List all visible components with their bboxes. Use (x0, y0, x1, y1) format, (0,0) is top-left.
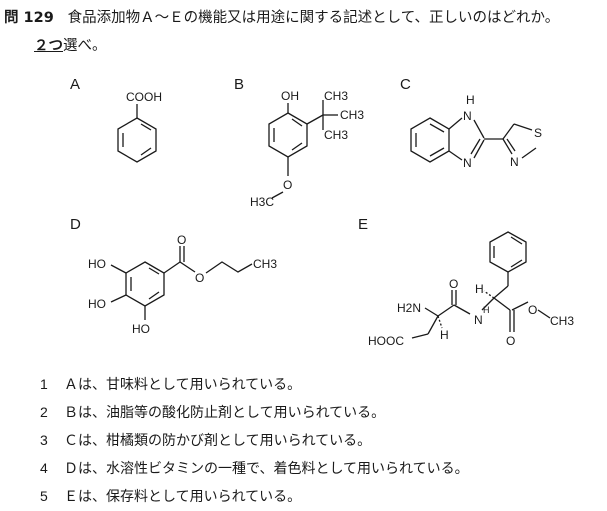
choice-text: Ｅは、保存料として用いられている。 (64, 489, 302, 505)
atom-label: CH3 (340, 108, 364, 122)
atom-label: CH3 (550, 314, 574, 328)
atom-label: N (463, 156, 472, 170)
atom-label: N (474, 313, 483, 327)
atom-label: H (475, 282, 484, 296)
atom-label: COOH (126, 90, 162, 104)
structure-d-propyl-gallate: HO HO HO O O CH3 (88, 233, 277, 336)
structure-a-benzoic-acid: COOH (117, 90, 162, 163)
choice-number: 5 (40, 488, 48, 504)
choice-4[interactable]: 4 Ｄは、水溶性ビタミンの一種で、着色料として用いられている。 (40, 458, 469, 478)
structure-c-thiabendazole: H N N S N (410, 93, 542, 170)
question-line: 問 129 食品添加物Ａ～Ｅの機能又は用途に関する記述として、正しいのはどれか。 (4, 6, 559, 27)
answer-count: ２つ (34, 38, 63, 54)
structure-label-a: A (70, 76, 81, 93)
structure-label-c: C (400, 76, 411, 93)
choice-text: Ｂは、油脂等の酸化防止剤として用いられている。 (64, 405, 386, 421)
atom-label: HO (132, 322, 150, 336)
atom-label: CH3 (324, 128, 348, 142)
atom-label: HO (88, 257, 106, 271)
atom-label: H2N (397, 301, 421, 315)
atom-label: O (195, 271, 204, 285)
choice-5[interactable]: 5 Ｅは、保存料として用いられている。 (40, 486, 301, 506)
atom-label: O (283, 178, 292, 192)
atom-label: O (177, 233, 186, 247)
question-text: 食品添加物Ａ～Ｅの機能又は用途に関する記述として、正しいのはどれか。 (67, 10, 560, 26)
question-instruction: ２つ選べ。 (34, 34, 107, 55)
atom-label: OH (281, 89, 299, 103)
choice-2[interactable]: 2 Ｂは、油脂等の酸化防止剤として用いられている。 (40, 402, 385, 422)
choice-number: 1 (40, 376, 48, 392)
atom-label: N (463, 109, 472, 123)
atom-label: H (466, 93, 475, 107)
structure-label-d: D (70, 216, 81, 233)
atom-label: H3C (250, 195, 274, 209)
atom-label: N (510, 155, 519, 169)
choice-1[interactable]: 1 Ａは、甘味料として用いられている。 (40, 374, 301, 394)
atom-label: O (528, 303, 537, 317)
choice-text: Ａは、甘味料として用いられている。 (64, 377, 302, 393)
structure-label-e: E (358, 216, 369, 233)
atom-label: HOOC (368, 334, 404, 348)
structure-e-aspartame: H N O O CH3 O H2N H HOOC H (368, 231, 574, 348)
choice-3[interactable]: 3 Ｃは、柑橘類の防かび剤として用いられている。 (40, 430, 371, 450)
structure-b-bha: OH CH3 CH3 CH3 O H3C (250, 89, 364, 209)
atom-label: O (449, 277, 458, 291)
choice-number: 3 (40, 432, 48, 448)
choice-number: 4 (40, 460, 48, 476)
question-number: 問 129 (4, 10, 54, 26)
choice-text: Ｄは、水溶性ビタミンの一種で、着色料として用いられている。 (64, 461, 469, 477)
atom-label: CH3 (253, 257, 277, 271)
atom-label: HO (88, 297, 106, 311)
instruction-text: 選べ。 (63, 38, 107, 54)
atom-label: H (483, 305, 490, 315)
atom-label: S (534, 126, 542, 140)
choice-number: 2 (40, 404, 48, 420)
atom-label: H (440, 328, 449, 342)
atom-label: O (506, 334, 515, 348)
structure-label-b: B (234, 76, 245, 93)
atom-label: CH3 (324, 89, 348, 103)
choice-text: Ｃは、柑橘類の防かび剤として用いられている。 (64, 433, 372, 449)
